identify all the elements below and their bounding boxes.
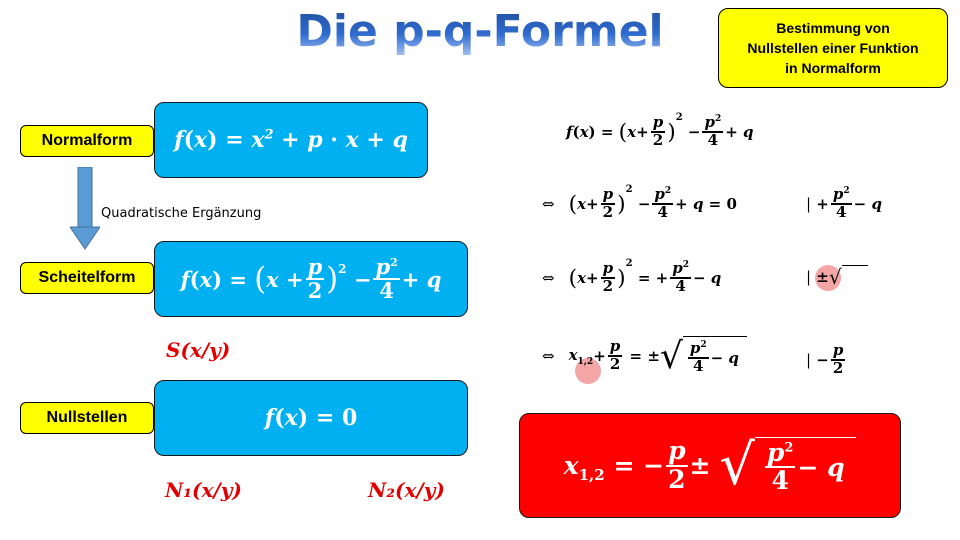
equiv-symbol: ⇔ [542, 347, 555, 365]
equiv-symbol: ⇔ [542, 195, 555, 213]
nullstellen-formula: f(x) = 0 [264, 405, 358, 431]
vertex-label: S(x/y) [166, 338, 231, 362]
normalform-formula: f(x) = x2 + p · x + q [174, 127, 408, 153]
topic-note: Bestimmung von Nullstellen einer Funktio… [718, 8, 948, 88]
nullstellen-box: f(x) = 0 [154, 380, 468, 456]
zero1-label: N₁(x/y) [165, 478, 242, 502]
note-line-2: Nullstellen einer Funktion [747, 40, 919, 56]
zero2-label: N₂(x/y) [368, 478, 445, 502]
note-line-3: in Normalform [785, 60, 881, 76]
note-line-1: Bestimmung von [776, 20, 890, 36]
label-scheitelform: Scheitelform [20, 262, 154, 294]
normalform-box: f(x) = x2 + p · x + q [154, 102, 428, 178]
step-note-2: | ±√ [806, 262, 868, 292]
page-title: Die p-q-Formel [270, 6, 690, 57]
equiv-symbol: ⇔ [542, 269, 555, 287]
highlight-circle [815, 265, 841, 291]
highlight-circle [574, 357, 601, 384]
label-nullstellen: Nullstellen [20, 402, 154, 434]
arrow-label: Quadratische Ergänzung [101, 206, 262, 221]
down-arrow-icon [70, 167, 100, 250]
label-normalform: Normalform [20, 125, 154, 157]
